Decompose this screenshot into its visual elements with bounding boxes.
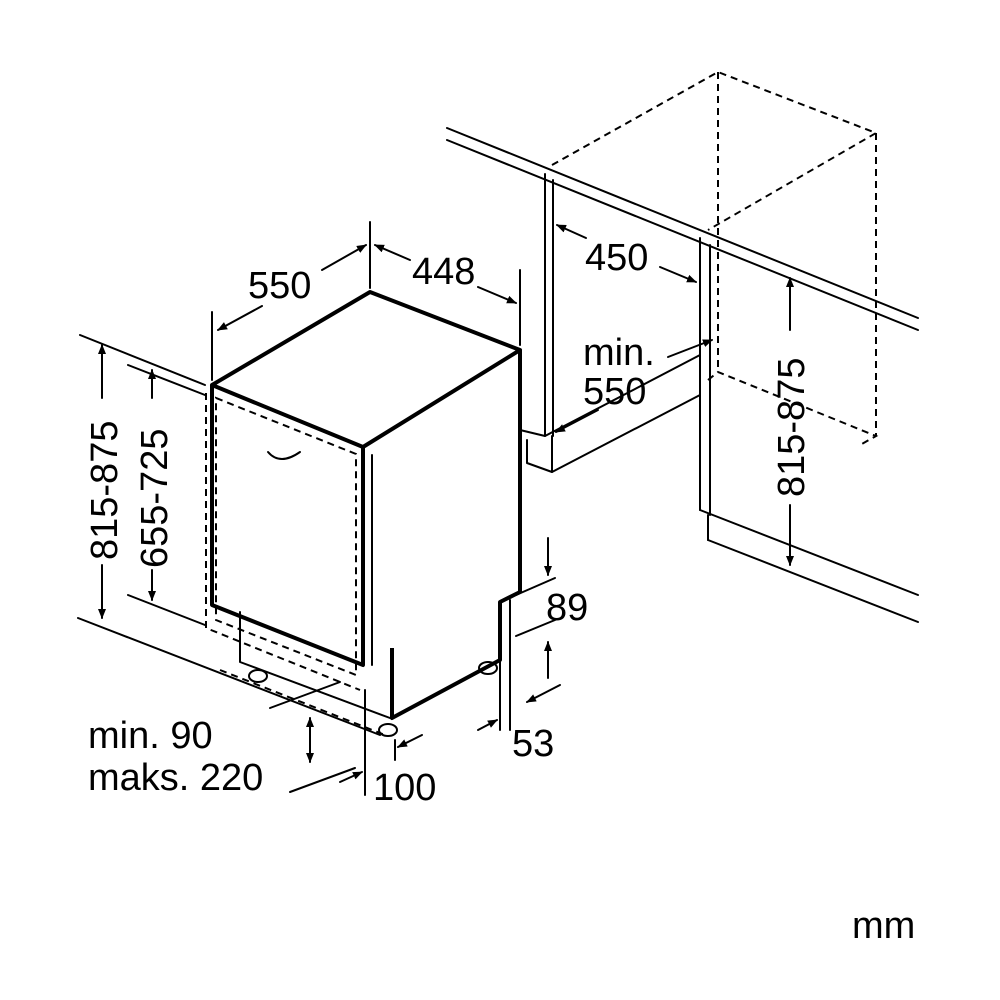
label-niche-height-right: 815-875 — [771, 358, 813, 497]
label-plinth-depth-100: 100 — [373, 767, 436, 809]
label-height-door-left: 655-725 — [134, 429, 176, 568]
label-niche-depth-value: 550 — [583, 371, 646, 413]
label-plinth-min: min. 90 — [88, 715, 213, 757]
dishwasher — [205, 290, 522, 737]
label-unit: mm — [852, 905, 915, 947]
label-plinth-max: maks. 220 — [88, 757, 263, 799]
label-niche-width-450: 450 — [585, 237, 648, 279]
cabinet-niche — [446, 70, 919, 623]
label-width-448: 448 — [412, 251, 475, 293]
label-foot-89: 89 — [546, 587, 588, 629]
label-height-total-left: 815-875 — [84, 421, 126, 560]
dimension-labels: 550 448 450 min. 550 89 53 min. 90 maks.… — [84, 237, 915, 947]
label-foot-53: 53 — [512, 723, 554, 765]
label-niche-depth-min: min. — [583, 332, 655, 374]
label-depth-550: 550 — [248, 265, 311, 307]
dimension-lines — [77, 221, 794, 796]
